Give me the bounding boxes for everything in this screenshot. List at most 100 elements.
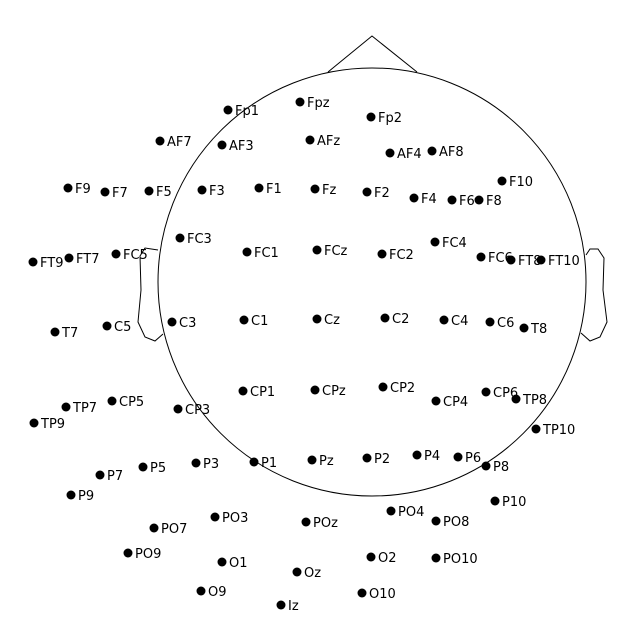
sensor-fz: Fz (310, 183, 336, 198)
sensor-label: AF4 (397, 147, 422, 162)
sensor-f1: F1 (254, 182, 282, 197)
sensor-label: P4 (424, 449, 440, 464)
sensor-marker (239, 315, 249, 325)
sensor-label: CP4 (443, 395, 468, 410)
sensor-fpz: Fpz (295, 96, 330, 111)
sensor-label: PO7 (161, 522, 187, 537)
sensor-marker (511, 394, 521, 404)
sensor-o2: O2 (366, 551, 397, 566)
sensor-fc5: FC5 (111, 248, 148, 263)
sensor-marker (61, 402, 71, 412)
sensor-label: Cz (324, 313, 340, 328)
sensor-label: C6 (497, 316, 514, 331)
sensor-marker (254, 183, 264, 193)
sensor-marker (506, 255, 516, 265)
sensor-f9: F9 (63, 182, 91, 197)
sensor-marker (366, 552, 376, 562)
sensor-marker (217, 557, 227, 567)
sensor-marker (196, 586, 206, 596)
sensor-p8: P8 (481, 460, 509, 475)
sensor-marker (191, 458, 201, 468)
sensor-af4: AF4 (385, 147, 422, 162)
sensor-marker (378, 382, 388, 392)
sensor-fc4: FC4 (430, 236, 467, 251)
sensor-marker (123, 548, 133, 558)
sensor-marker (439, 315, 449, 325)
sensor-t7: T7 (50, 326, 78, 341)
sensor-marker (377, 249, 387, 259)
sensor-marker (63, 183, 73, 193)
sensor-label: CP2 (390, 381, 415, 396)
sensor-marker (531, 424, 541, 434)
sensor-af3: AF3 (217, 139, 254, 154)
sensor-label: PO10 (443, 552, 478, 567)
sensor-label: TP9 (40, 417, 65, 432)
sensor-p2: P2 (362, 452, 390, 467)
sensor-label: FC2 (389, 248, 414, 263)
sensor-f2: F2 (362, 186, 390, 201)
sensor-label: F6 (459, 194, 475, 209)
sensor-label: CPz (322, 384, 346, 399)
sensor-tp10: TP10 (531, 423, 575, 438)
sensor-p6: P6 (453, 451, 481, 466)
sensor-label: P3 (203, 457, 219, 472)
sensor-marker (66, 490, 76, 500)
sensor-marker (485, 317, 495, 327)
sensor-marker (409, 193, 419, 203)
sensor-fcz: FCz (312, 244, 348, 259)
sensor-marker (64, 253, 74, 263)
sensor-pz: Pz (307, 454, 334, 469)
sensor-label: F7 (112, 186, 128, 201)
sensor-c2: C2 (380, 312, 409, 327)
sensor-label: C3 (179, 316, 196, 331)
sensor-label: AF3 (229, 139, 254, 154)
sensor-fc1: FC1 (242, 246, 279, 261)
sensor-label: F10 (509, 175, 533, 190)
sensor-marker (536, 255, 546, 265)
sensor-ft7: FT7 (64, 252, 99, 267)
sensor-cp5: CP5 (107, 395, 144, 410)
sensor-cz: Cz (312, 313, 340, 328)
sensor-oz: Oz (292, 566, 321, 581)
sensor-f8: F8 (474, 194, 502, 209)
sensor-label: AF7 (167, 135, 192, 150)
sensor-marker (223, 105, 233, 115)
sensor-marker (412, 450, 422, 460)
sensor-p10: P10 (490, 495, 526, 510)
sensor-marker (102, 321, 112, 331)
sensor-label: FCz (324, 244, 348, 259)
sensor-label: O9 (208, 585, 227, 600)
sensor-p5: P5 (138, 461, 166, 476)
sensor-fc2: FC2 (377, 248, 414, 263)
sensor-label: T7 (61, 326, 78, 341)
sensor-ft10: FT10 (536, 254, 580, 269)
sensor-label: TP10 (542, 423, 575, 438)
sensor-marker (144, 186, 154, 196)
sensor-marker (305, 135, 315, 145)
sensor-af7: AF7 (155, 135, 192, 150)
sensor-label: Pz (319, 454, 334, 469)
sensor-marker (312, 314, 322, 324)
sensor-tp9: TP9 (29, 417, 65, 432)
sensor-poz: POz (301, 516, 338, 531)
sensor-po7: PO7 (149, 522, 187, 537)
sensor-marker (362, 453, 372, 463)
sensor-marker (427, 146, 437, 156)
sensor-f10: F10 (497, 175, 533, 190)
sensor-label: Fp2 (378, 111, 402, 126)
sensor-marker (100, 187, 110, 197)
left-ear-outline (137, 247, 164, 342)
sensor-label: FC6 (488, 251, 513, 266)
sensor-label: Fp1 (235, 104, 259, 119)
sensor-label: FT10 (548, 254, 580, 269)
sensor-fp1: Fp1 (223, 104, 259, 119)
sensor-label: C2 (392, 312, 409, 327)
sensor-marker (29, 418, 39, 428)
sensor-marker (111, 249, 121, 259)
sensor-marker (481, 387, 491, 397)
right-ear-outline (580, 248, 608, 342)
sensor-label: F3 (209, 184, 225, 199)
sensor-marker (431, 516, 441, 526)
sensor-t8: T8 (519, 322, 547, 337)
sensor-fc6: FC6 (476, 251, 513, 266)
